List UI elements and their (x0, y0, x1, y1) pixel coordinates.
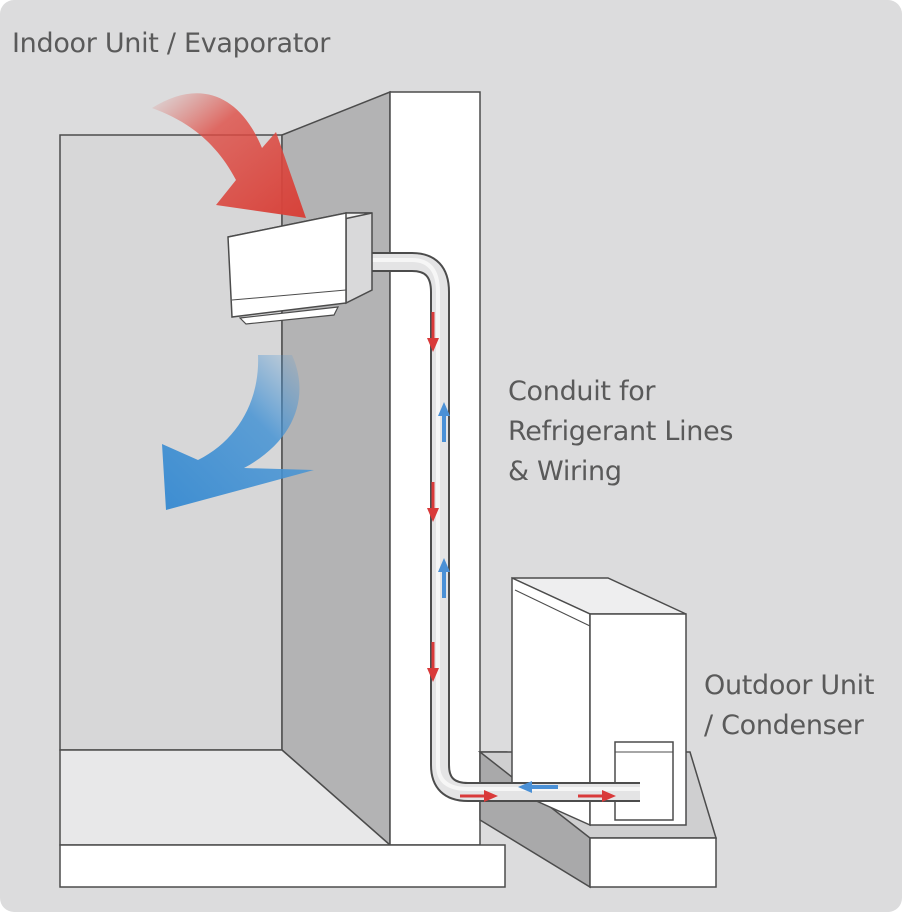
refrigerant-flow-hot-arrows (427, 312, 616, 802)
indoor-unit-side (345, 212, 373, 305)
outdoor-unit-label-line-2: / Condenser (704, 710, 864, 741)
refrigerant-flow-cold-arrows (438, 402, 558, 793)
warm-air-arrow (152, 93, 306, 218)
outdoor-unit-label-line-1: Outdoor Unit (704, 670, 875, 701)
conduit-label-line-3: & Wiring (508, 456, 622, 487)
outdoor-unit-label: Outdoor Unit / Condenser (704, 666, 874, 746)
cool-air-arrow (162, 355, 314, 510)
conduit-label: Conduit for Refrigerant Lines & Wiring (508, 372, 733, 492)
conduit-label-line-2: Refrigerant Lines (508, 416, 734, 447)
indoor-unit-label: Indoor Unit / Evaporator (12, 24, 330, 64)
indoor-unit-louver (238, 306, 340, 325)
foundation-slab (59, 844, 506, 888)
outdoor-pad-front (589, 837, 717, 888)
indoor-unit-front (227, 212, 347, 318)
indoor-unit-label-text: Indoor Unit / Evaporator (12, 28, 331, 59)
conduit-label-line-1: Conduit for (508, 376, 656, 407)
condenser-valve-box (614, 741, 674, 821)
